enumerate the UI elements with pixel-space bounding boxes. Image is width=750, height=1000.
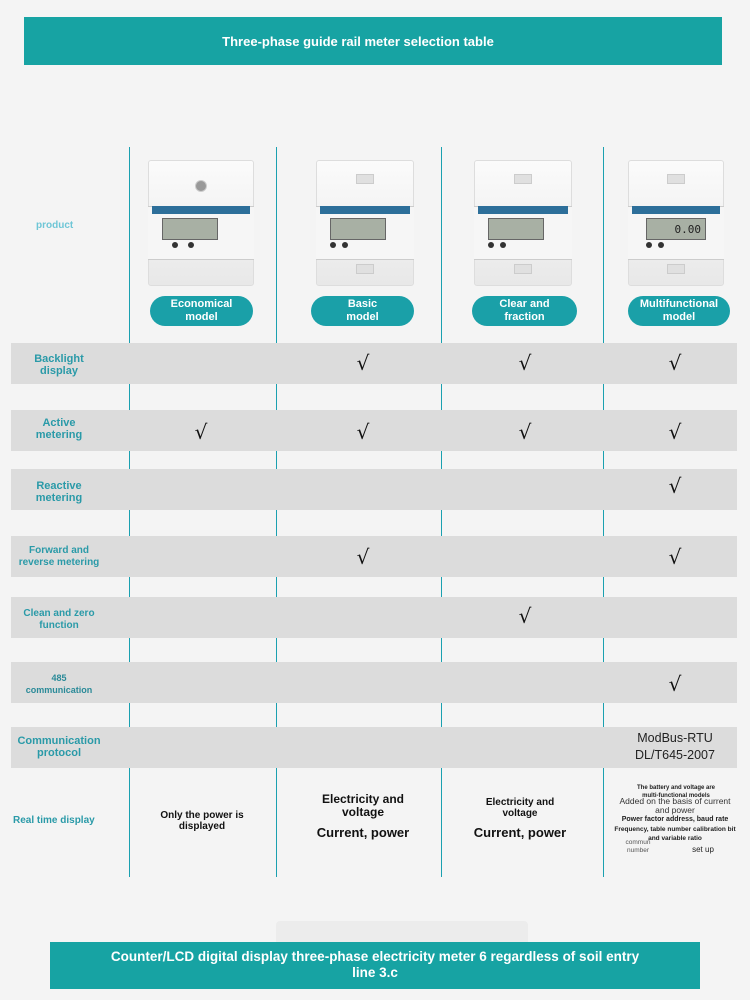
meter-image-multifunctional: 0.00 [628,160,724,286]
feature-row [11,597,737,638]
feature-row [11,662,737,703]
footer-banner: Counter/LCD digital display three-phase … [50,942,700,989]
decorative-shadow [276,921,528,945]
check-mark: √ [194,420,208,444]
realtime-basic-current: Current, power [316,825,410,840]
title-banner: Three-phase guide rail meter selection t… [24,17,722,65]
check-mark: √ [668,351,682,375]
realtime-multi-setup: set up [692,845,714,854]
check-mark: √ [518,604,532,628]
column-divider [129,147,130,877]
meter-image-economical [148,160,254,286]
realtime-multi-ratio: and variable ratio [648,835,702,842]
check-mark: √ [518,351,532,375]
protocol-value: DL/T645-2007 [635,748,715,762]
check-mark: √ [668,420,682,444]
realtime-multi-frequency: Frequency, table number calibration bit [614,826,736,833]
check-mark: √ [668,474,682,498]
feature-row [11,410,737,451]
check-mark: √ [518,420,532,444]
feature-row [11,469,737,510]
column-divider [441,147,442,877]
feature-row [11,727,737,768]
realtime-clear-current: Current, power [473,825,567,840]
protocol-value: ModBus-RTU [637,731,713,745]
feature-row [11,536,737,577]
check-mark: √ [668,672,682,696]
check-mark: √ [356,351,370,375]
realtime-multi-factor: Power factor address, baud rate [621,816,729,823]
realtime-label: Real time display [13,815,95,826]
check-mark: √ [668,545,682,569]
feature-row [11,343,737,384]
meter-image-clear [474,160,572,286]
column-divider [603,147,604,877]
column-divider [276,147,277,877]
check-mark: √ [356,545,370,569]
page-title: Three-phase guide rail meter selection t… [222,33,494,49]
meter-image-basic [316,160,414,286]
product-label: product [36,220,74,231]
check-mark: √ [356,420,370,444]
